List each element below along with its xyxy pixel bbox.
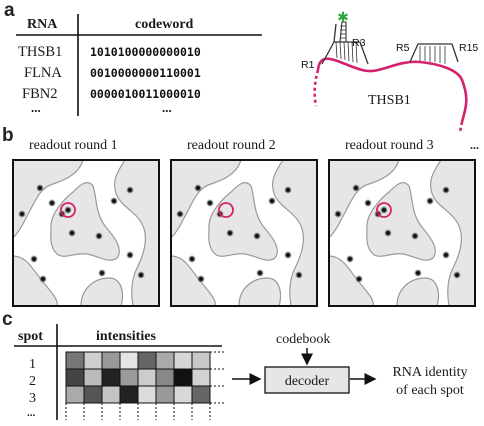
intensity-cell (191, 351, 211, 370)
transcript-strand-tail (313, 69, 320, 107)
target-spot (64, 206, 72, 214)
probe-label: R3 (352, 37, 366, 49)
rna-column-header: RNA (27, 17, 58, 32)
output-label-line1: RNA identity (392, 365, 467, 380)
round-title: readout round 1 (29, 138, 118, 153)
intensity-cell (101, 385, 121, 404)
transcript-label: THSB1 (368, 93, 411, 108)
intensity-table: spot intensities 1 2 3 ... (14, 324, 226, 420)
fluorophore-icon: ✱ (337, 10, 349, 26)
intensity-cell (83, 351, 103, 370)
heatmap-continuation (65, 351, 226, 420)
probe-label: R15 (459, 42, 478, 54)
spot-ellipsis: ... (27, 407, 36, 419)
codeword: 0000010011000010 (90, 87, 201, 101)
round-title: readout round 3 (345, 138, 434, 153)
transcript-strand (316, 57, 468, 123)
highlight-circle (60, 202, 76, 218)
round-title: readout round 2 (187, 138, 276, 153)
readout-image-round-3 (329, 160, 475, 306)
probe-label: R1 (301, 59, 315, 71)
intensity-cell (65, 368, 85, 387)
codebook-label: codebook (276, 332, 330, 347)
spot-index: 3 (29, 391, 36, 406)
intensity-cell (101, 368, 121, 387)
decoder-label: decoder (285, 374, 330, 389)
intensity-cell (83, 368, 103, 387)
codeword-ellipsis: ... (162, 100, 172, 115)
rna-ellipsis: ... (31, 100, 41, 115)
spot-column-header: spot (18, 329, 43, 344)
codeword-column-header: codeword (135, 17, 194, 32)
intensity-cell (173, 351, 193, 370)
intensity-cell (119, 368, 139, 387)
more-rounds-ellipsis: ... (470, 138, 479, 152)
codeword: 0010000000110001 (90, 66, 201, 80)
encoding-probe: R5 R15 (396, 42, 478, 64)
intensity-cell (173, 368, 193, 387)
transcript-diagram: ✱ R1 R3 R5 R15 THSB1 (301, 10, 478, 133)
intensity-cell (65, 385, 85, 404)
highlight-circle (218, 202, 234, 218)
rna-name: THSB1 (18, 44, 62, 60)
decoder-box (264, 366, 350, 394)
intensity-cell (155, 351, 175, 370)
intensity-cell (155, 368, 175, 387)
readout-image-round-2 (171, 160, 317, 306)
intensity-cell (119, 351, 139, 370)
intensity-cell (83, 385, 103, 404)
codeword: 1010100000000010 (90, 45, 201, 59)
intensity-cell (137, 385, 157, 404)
panel-label-c: c (2, 309, 13, 330)
intensity-cell (101, 351, 121, 370)
highlight-circle (376, 202, 392, 218)
intensity-heatmap (65, 351, 211, 404)
intensity-cell (173, 385, 193, 404)
intensity-cell (191, 385, 211, 404)
intensity-cell (155, 385, 175, 404)
probe-label: R5 (396, 42, 410, 54)
intensity-cell (119, 385, 139, 404)
spot-index: 2 (29, 374, 36, 389)
intensity-cell (191, 368, 211, 387)
output-label-line2: of each spot (396, 383, 464, 398)
panel-label-a: a (4, 0, 15, 21)
target-spot (380, 206, 388, 214)
encoding-probe: ✱ R1 R3 (301, 10, 369, 71)
panel-label-b: b (2, 125, 14, 146)
intensity-cell (137, 368, 157, 387)
readout-image-round-1 (13, 160, 159, 306)
codebook-table: RNA codeword THSB1 FLNA FBN2 ... 1010100… (16, 14, 262, 116)
spot-index: 1 (29, 357, 36, 372)
transcript-strand-tail (458, 121, 464, 133)
intensities-column-header: intensities (96, 329, 156, 344)
rna-name: FLNA (24, 65, 62, 81)
intensity-cell (137, 351, 157, 370)
rna-name: FBN2 (22, 86, 57, 102)
intensity-cell (65, 351, 85, 370)
